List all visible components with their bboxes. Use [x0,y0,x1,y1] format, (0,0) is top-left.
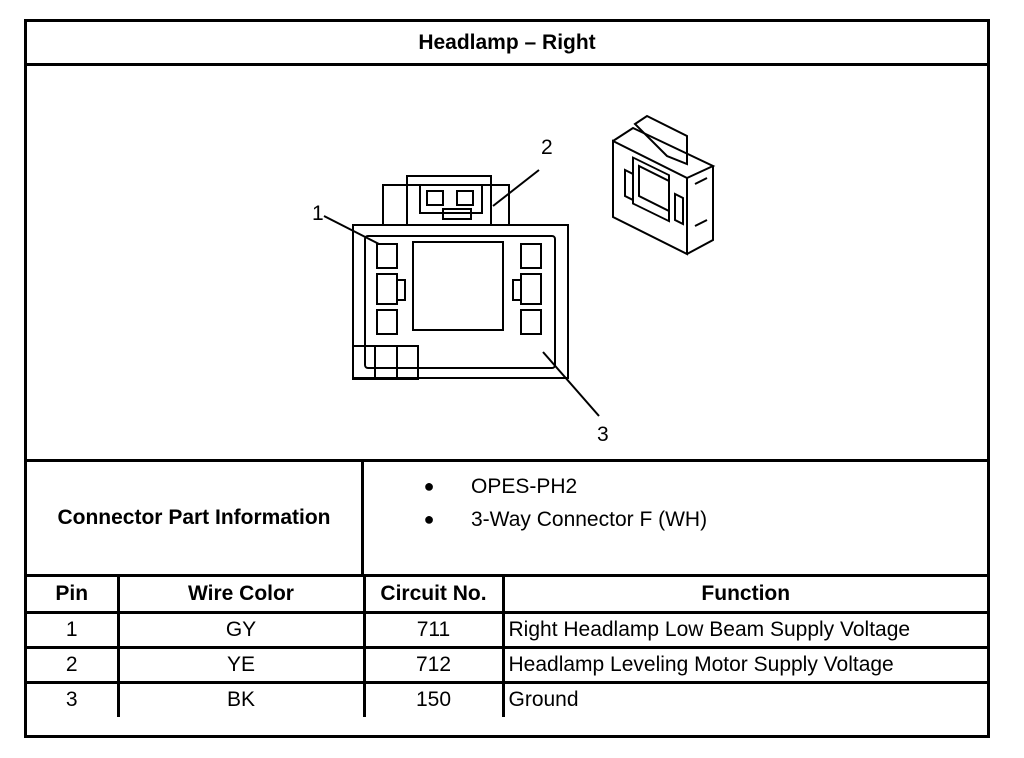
bullet-icon: ● [423,476,435,496]
callout-1: 1 [312,202,324,225]
connector-part-info: Connector Part Information ● OPES-PH2 ● … [27,459,987,577]
callout-2-leader [492,169,540,207]
connector-sheet: Headlamp – Right [24,19,990,738]
circuit-no-cell: 150 [362,680,505,717]
header-pin: Pin [27,577,120,614]
wire-color-cell: BK [116,680,366,717]
connector-info-text: 3-Way Connector F (WH) [471,507,708,531]
connector-info-label: Connector Part Information [27,462,364,574]
callout-3-leader [542,351,600,417]
connector-info-list: ● OPES-PH2 ● 3-Way Connector F (WH) [364,470,984,536]
header-wire-color: Wire Color [116,577,366,614]
connector-iso-view [612,114,716,256]
connector-drawing [323,114,716,417]
sheet-title: Headlamp – Right [27,22,987,66]
table-row: 1 GY 711 Right Headlamp Low Beam Supply … [27,610,987,649]
function-cell: Ground [501,680,987,717]
bullet-icon: ● [423,509,435,529]
circuit-no-cell: 711 [362,610,505,649]
pin-cell: 1 [27,610,120,649]
function-cell: Headlamp Leveling Motor Supply Voltage [501,645,987,684]
pin-table: Pin Wire Color Circuit No. Function 1 GY… [27,577,987,717]
header-function: Function [501,577,987,614]
connector-info-item: ● OPES-PH2 [364,470,984,503]
connector-info-item: ● 3-Way Connector F (WH) [364,503,984,536]
connector-front-view [352,175,569,380]
pin-cell: 2 [27,645,120,684]
connector-diagram: 1 2 3 [27,66,987,459]
table-row: 3 BK 150 Ground [27,680,987,717]
pin-cell: 3 [27,680,120,717]
wire-color-cell: YE [116,645,366,684]
connector-info-text: OPES-PH2 [471,474,578,498]
callout-1-leader [323,215,380,245]
circuit-no-cell: 712 [362,645,505,684]
callout-3: 3 [597,423,609,446]
function-cell: Right Headlamp Low Beam Supply Voltage [501,610,987,649]
callout-2: 2 [541,136,553,159]
callout-labels: 1 2 3 [312,136,609,446]
table-row: 2 YE 712 Headlamp Leveling Motor Supply … [27,645,987,684]
pin-table-header: Pin Wire Color Circuit No. Function [27,577,987,614]
wire-color-cell: GY [116,610,366,649]
header-circuit-no: Circuit No. [362,577,505,614]
